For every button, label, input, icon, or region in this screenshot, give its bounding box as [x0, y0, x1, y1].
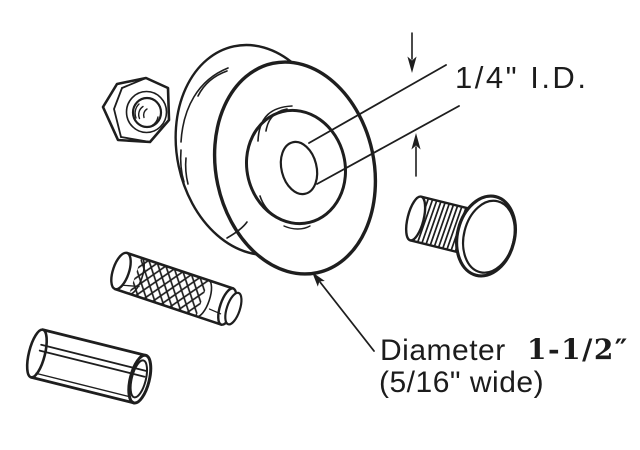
hex-nut-top-edge [121, 77, 147, 89]
wheel-hub [244, 108, 348, 226]
down-arrow-icon [407, 56, 417, 73]
id-dimension [308, 32, 460, 185]
up-arrow-icon [411, 133, 421, 150]
wheel-groove-arc [197, 70, 228, 97]
hub-lower-arc [259, 195, 275, 216]
roll-pin-outline [29, 328, 148, 405]
roll-pin-highlight [35, 372, 131, 398]
hub-shadow-arc [283, 225, 311, 230]
hex-nut-thread-arc [151, 116, 159, 127]
diameter-dimension [312, 272, 375, 352]
hex-nut-thread-arc [142, 108, 148, 119]
wheel-bore [279, 140, 319, 196]
width-label: (5/16" wide) [379, 366, 544, 399]
knurled-axle-pin [110, 251, 243, 326]
shoulder-bolt [404, 194, 517, 278]
roll-pin-slot [38, 343, 147, 378]
id-leader-line-bottom [316, 105, 460, 185]
diameter-value: 1-1/2″ [527, 333, 629, 366]
roll-pin [25, 328, 153, 405]
pin-left-end [110, 251, 132, 291]
pin-highlight [121, 284, 140, 288]
hex-nut-body [101, 76, 171, 144]
pin-band-separator [128, 256, 145, 295]
diameter-label: Diameter [380, 334, 506, 367]
pin-band-separator [195, 279, 213, 318]
bolt-head [455, 194, 517, 278]
hex-nut-side-edge [113, 87, 123, 138]
hub-bushing-arc [257, 105, 293, 142]
diameter-leader-line [319, 281, 375, 352]
hex-nut-hole [131, 96, 163, 129]
pin-right-face [224, 291, 243, 326]
wheel-groove-arc [180, 67, 229, 143]
wheel-face-highlight [226, 221, 248, 239]
id-leader-line-top [308, 64, 447, 144]
hub-bushing-arc [265, 108, 288, 132]
bolt-head-face [461, 199, 516, 274]
inner-diameter-label: 1/4" I.D. [455, 60, 588, 95]
bolt-shank-outline [409, 195, 474, 255]
hex-nut [101, 76, 171, 144]
bolt-tip [404, 195, 427, 242]
wheel-rim-highlight [179, 149, 185, 183]
roll-pin-inner-wall [129, 359, 149, 399]
hex-nut-thread-arc [138, 105, 144, 120]
hex-nut-chamfer-circle [125, 90, 168, 134]
hex-nut-thread-arc [134, 103, 140, 119]
diameter-arrow-icon [312, 272, 325, 287]
pin-highlight [208, 308, 222, 315]
roll-pin-closed-end [25, 328, 49, 379]
roller-wheel [174, 43, 378, 276]
hex-nut-bottom-edge [120, 136, 151, 143]
pin-knurl-band [129, 257, 209, 317]
wheel-rim-highlight [184, 157, 189, 185]
